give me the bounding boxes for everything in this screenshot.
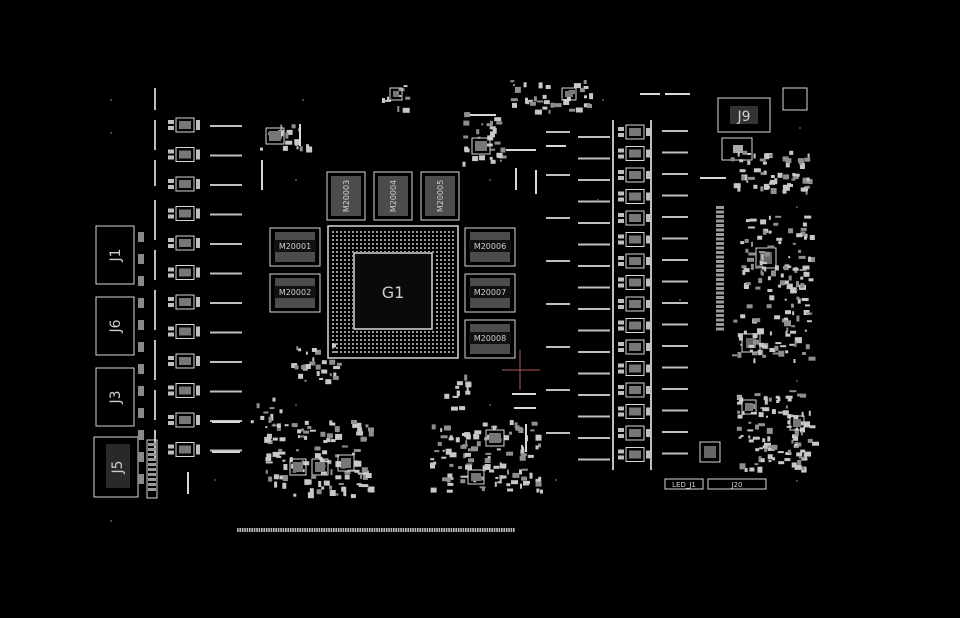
connector-label: J9 — [736, 109, 750, 125]
led-label: LED_J1 — [672, 481, 696, 489]
memory-m20005[interactable]: M20005 — [420, 171, 460, 221]
connector-label: J3 — [108, 390, 124, 404]
memory-m20007[interactable]: M20007 — [464, 273, 516, 313]
memory-label: M20007 — [474, 288, 506, 297]
memory-m20006[interactable]: M20006 — [464, 227, 516, 267]
cursor-crosshair — [502, 350, 540, 390]
connector-label: J5 — [110, 460, 126, 474]
memory-m20002[interactable]: M20002 — [269, 273, 321, 313]
connector-j1[interactable]: J1 — [95, 225, 135, 285]
j20-header[interactable]: J20 — [707, 478, 767, 490]
memory-label: M20001 — [279, 242, 311, 251]
memory-label: M20003 — [342, 180, 351, 212]
memory-m20001[interactable]: M20001 — [269, 227, 321, 267]
memory-label: M20004 — [389, 180, 398, 212]
j20-label: J20 — [731, 481, 743, 489]
component-layer — [110, 80, 819, 532]
connector-j9[interactable]: J9 — [717, 97, 771, 133]
gpu-g1[interactable]: G1 — [327, 225, 459, 359]
connector-label: J1 — [108, 248, 124, 262]
memory-label: M20008 — [474, 334, 506, 343]
led-j1-header[interactable]: LED_J1 — [664, 478, 704, 490]
gpu-label: G1 — [382, 283, 405, 302]
memory-m20008[interactable]: M20008 — [464, 319, 516, 359]
connector-j6[interactable]: J6 — [95, 296, 135, 356]
connector-label: J6 — [108, 319, 124, 333]
connector-j5[interactable]: J5 — [93, 436, 139, 498]
memory-label: M20005 — [436, 180, 445, 212]
memory-label: M20006 — [474, 242, 506, 251]
memory-m20004[interactable]: M20004 — [373, 171, 413, 221]
memory-m20003[interactable]: M20003 — [326, 171, 366, 221]
memory-label: M20002 — [279, 288, 311, 297]
connector-j3[interactable]: J3 — [95, 367, 135, 427]
